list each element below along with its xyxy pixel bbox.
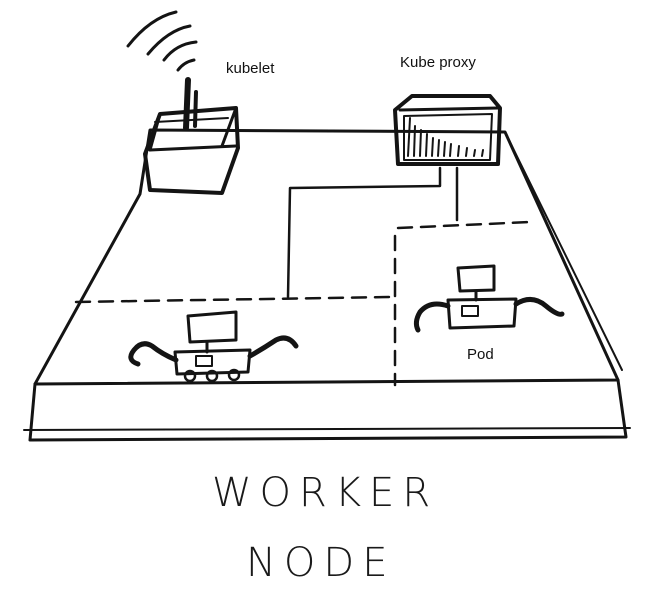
robot-icon — [128, 310, 299, 383]
network-lines — [74, 166, 532, 387]
caption-worker: WORKER — [212, 470, 439, 516]
kube-proxy-box-icon — [393, 94, 502, 166]
worker-node-platform — [23, 128, 631, 442]
wifi-signal-icon — [126, 10, 198, 72]
robot-icon — [413, 264, 565, 333]
kubelet-box-icon — [143, 77, 240, 195]
kubelet-label: kubelet — [226, 60, 275, 77]
kube-proxy-label: Kube proxy — [400, 54, 476, 71]
caption-node: NODE — [246, 540, 396, 586]
pod-label: Pod — [467, 346, 494, 363]
